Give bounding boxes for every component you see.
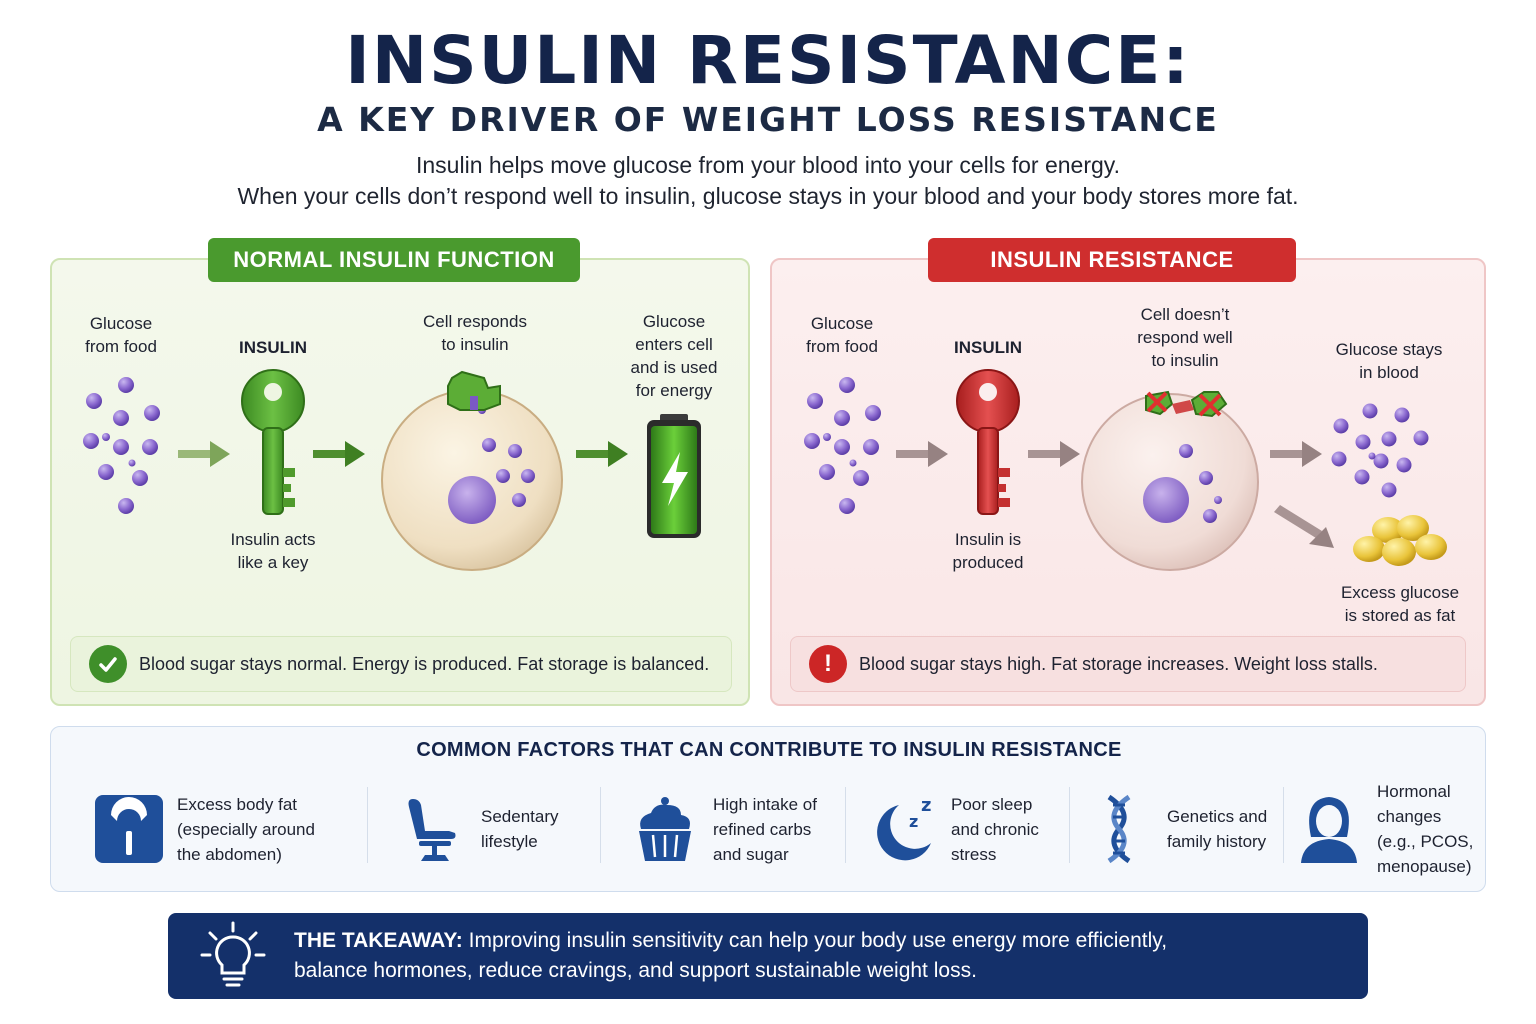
factor-refined-carbs: High intake of refined carbs and sugar bbox=[627, 779, 817, 879]
divider bbox=[367, 787, 368, 863]
takeaway-banner: THE TAKEAWAY: Improving insulin sensitiv… bbox=[168, 913, 1368, 999]
takeaway-line-2: balance hormones, reduce cravings, and s… bbox=[294, 959, 977, 982]
cell-resistant bbox=[1081, 390, 1259, 571]
green-key-icon bbox=[241, 369, 305, 515]
divider bbox=[845, 787, 846, 863]
red-key-icon bbox=[956, 369, 1020, 515]
arrow-icon bbox=[178, 441, 628, 467]
resist-status-text: Blood sugar stays high. Fat storage incr… bbox=[859, 653, 1378, 674]
woman-icon bbox=[1291, 791, 1367, 867]
glucose-in-blood bbox=[1331, 403, 1429, 498]
cell-normal bbox=[381, 370, 563, 571]
factor-hormonal: Hormonal changes (e.g., PCOS, menopause) bbox=[1291, 779, 1473, 879]
factor-genetics: Genetics and family history bbox=[1081, 779, 1267, 879]
normal-status-bar: Blood sugar stays normal. Energy is prod… bbox=[70, 636, 732, 692]
resist-insulin-label: INSULIN bbox=[954, 338, 1022, 357]
lightbulb-icon bbox=[198, 921, 268, 991]
resist-status-bar: ! Blood sugar stays high. Fat storage in… bbox=[790, 636, 1466, 692]
glucose-molecules-resistance bbox=[804, 377, 881, 514]
intro-line-2: When your cells don’t respond well to in… bbox=[237, 183, 1299, 209]
fat-cells-icon bbox=[1353, 515, 1447, 566]
svg-text:z: z bbox=[921, 795, 931, 816]
glucose-molecules-normal bbox=[83, 377, 160, 514]
normal-status-text: Blood sugar stays normal. Energy is prod… bbox=[139, 653, 710, 674]
moon-sleep-icon: z z bbox=[865, 791, 941, 867]
normal-insulin-label: INSULIN bbox=[239, 338, 307, 357]
check-icon bbox=[89, 645, 127, 683]
factor-body-fat: Excess body fat (especially around the a… bbox=[91, 779, 315, 879]
takeaway-line-1: Improving insulin sensitivity can help y… bbox=[468, 929, 1168, 952]
svg-text:z: z bbox=[909, 812, 918, 831]
divider bbox=[1283, 787, 1284, 863]
page-title: INSULIN RESISTANCE: bbox=[345, 22, 1191, 99]
arrow-icon bbox=[896, 441, 1334, 548]
dna-icon bbox=[1081, 791, 1157, 867]
scale-icon bbox=[91, 791, 167, 867]
takeaway-heading: THE TAKEAWAY: bbox=[294, 929, 463, 952]
factor-poor-sleep: z z Poor sleep and chronic stress bbox=[865, 779, 1039, 879]
factors-heading: COMMON FACTORS THAT CAN CONTRIBUTE TO IN… bbox=[416, 739, 1122, 761]
divider bbox=[1069, 787, 1070, 863]
factors-panel: COMMON FACTORS THAT CAN CONTRIBUTE TO IN… bbox=[50, 726, 1486, 892]
alert-icon: ! bbox=[809, 645, 847, 683]
factor-sedentary: Sedentary lifestyle bbox=[395, 779, 559, 879]
diagram-illustrations bbox=[83, 369, 1447, 571]
page-subtitle: A KEY DRIVER OF WEIGHT LOSS RESISTANCE bbox=[317, 100, 1219, 139]
cupcake-icon bbox=[627, 791, 703, 867]
insulin-resistance-heading: INSULIN RESISTANCE bbox=[928, 238, 1296, 282]
divider bbox=[600, 787, 601, 863]
intro-line-1: Insulin helps move glucose from your blo… bbox=[416, 152, 1120, 178]
normal-function-heading: NORMAL INSULIN FUNCTION bbox=[208, 238, 580, 282]
battery-icon bbox=[647, 414, 701, 538]
chair-icon bbox=[395, 791, 471, 867]
